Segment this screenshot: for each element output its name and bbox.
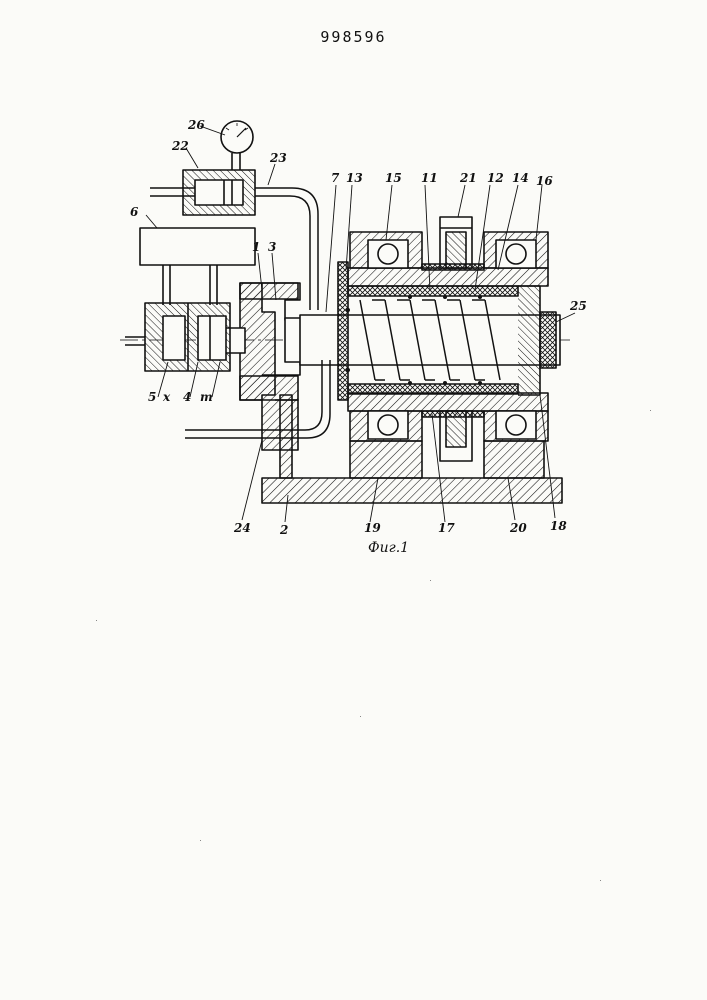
label-13: 13 (346, 172, 363, 184)
housing-3-lower (240, 376, 298, 400)
label-1: 1 (252, 241, 260, 253)
gear-21-teeth-bottom (422, 411, 484, 417)
label-24: 24 (234, 522, 251, 534)
support-19 (350, 441, 422, 478)
sleeve-13 (338, 262, 348, 400)
label-4: 4 (183, 391, 191, 403)
label-18: 18 (550, 520, 567, 532)
label-12: 12 (487, 172, 504, 184)
label-5: 5 (148, 391, 156, 403)
label-22: 22 (172, 140, 189, 152)
gear-21-teeth-top (422, 264, 484, 270)
scan-speck (600, 880, 601, 881)
label-x: x (163, 391, 170, 403)
base-plate-2 (262, 478, 562, 503)
figure-caption: Фиг.1 (368, 540, 409, 556)
label-25: 25 (570, 300, 587, 312)
cylinder-22-chamber (195, 180, 243, 205)
scan-speck (650, 410, 651, 411)
label-16: 16 (536, 175, 553, 187)
label-3: 3 (268, 241, 276, 253)
cylinder-5-chamber (163, 316, 185, 360)
label-15: 15 (385, 172, 402, 184)
cylinder-4-chamber (198, 316, 226, 360)
end-cap-18 (518, 286, 540, 395)
sleeve-inner-bottom (348, 384, 518, 394)
label-2: 2 (280, 524, 288, 536)
label-21: 21 (460, 172, 477, 184)
housing-3-cap (240, 283, 298, 299)
label-11: 11 (421, 172, 438, 184)
scan-speck (96, 620, 97, 621)
label-14: 14 (512, 172, 529, 184)
label-17: 17 (438, 522, 455, 534)
block-6 (140, 228, 255, 265)
sleeve-inner-top (348, 286, 518, 296)
end-nut-25 (540, 312, 556, 368)
label-23: 23 (270, 152, 287, 164)
scan-speck (200, 840, 201, 841)
label-19: 19 (364, 522, 381, 534)
label-t: т (200, 391, 213, 403)
scan-speck (430, 580, 431, 581)
label-20: 20 (510, 522, 527, 534)
scan-speck (360, 716, 361, 717)
label-7: 7 (331, 172, 339, 184)
housing-flange (262, 400, 298, 450)
label-6: 6 (130, 206, 138, 218)
support-20 (484, 441, 544, 478)
label-26: 26 (188, 119, 205, 131)
